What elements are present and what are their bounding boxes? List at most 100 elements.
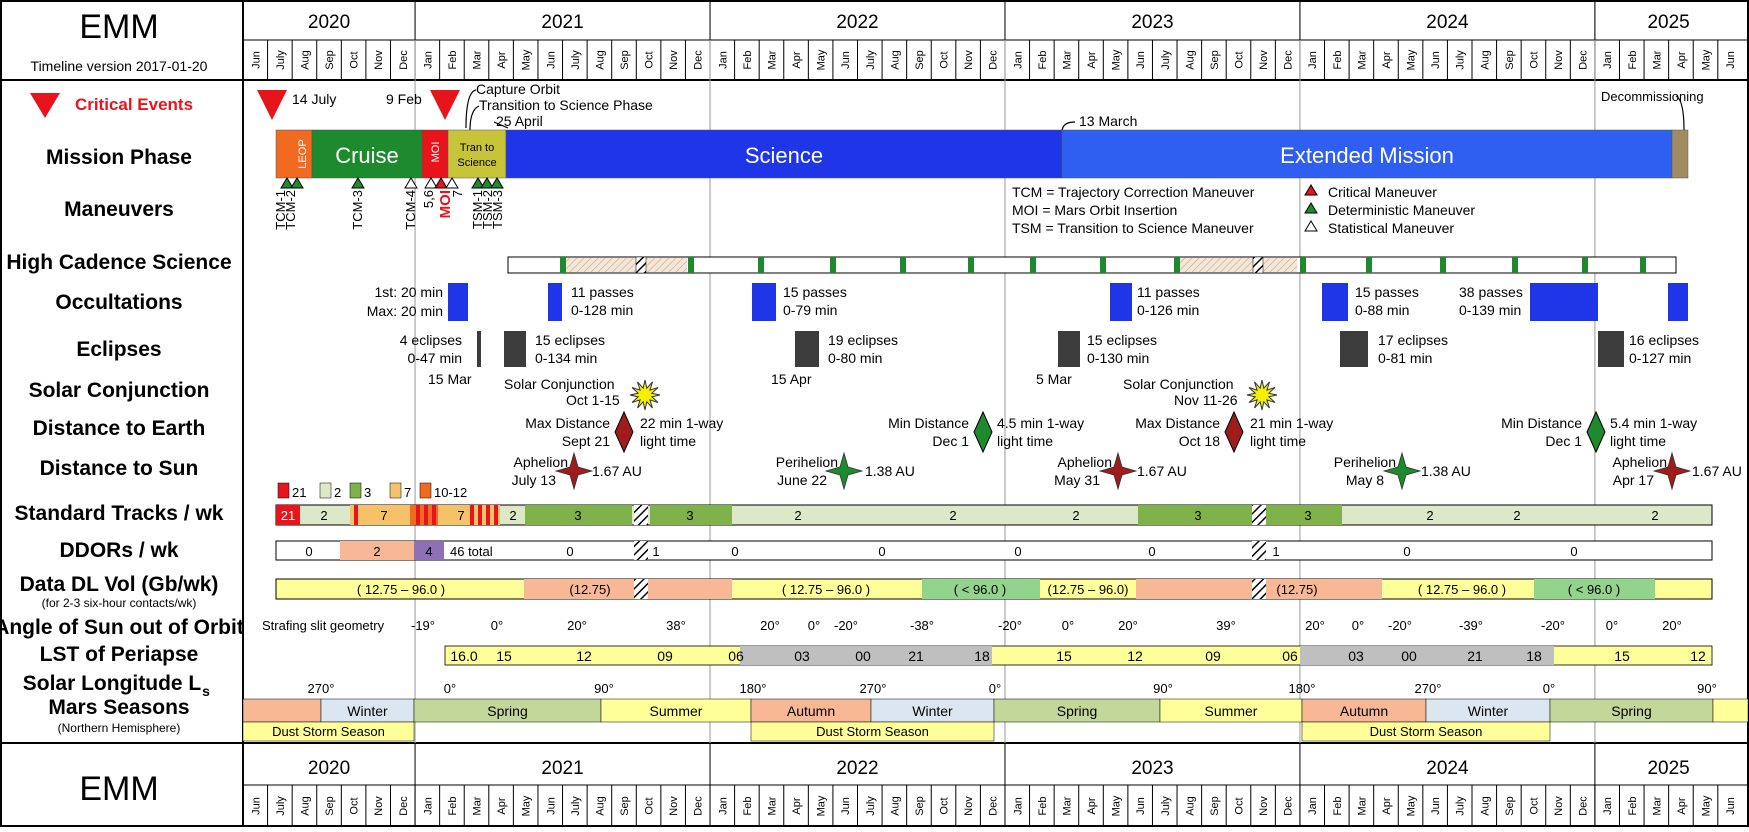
distance-label: Min Distance (888, 415, 969, 431)
occultation-block (548, 283, 562, 321)
tracks-legend-swatch (419, 482, 432, 499)
data-dl-segment (1534, 579, 1655, 599)
ddors-value: 0 (1014, 544, 1021, 559)
season-label: Spring (1057, 703, 1097, 719)
occultation-duration: 0-88 min (1355, 302, 1409, 318)
tracks-value: 3 (686, 508, 693, 523)
month-label: July (1160, 796, 1172, 816)
tracks-value: 2 (1072, 508, 1079, 523)
eclipse-count: 15 eclipses (1087, 332, 1157, 348)
occultation-passes: 15 passes (783, 284, 847, 300)
phase-label-moi: MOI (430, 142, 442, 163)
solar-conjunction-sun-icon (629, 379, 661, 411)
distance-date: Sept 21 (562, 433, 610, 449)
month-label: May (1111, 49, 1123, 70)
aphelion-label: Aphelion (1613, 454, 1668, 470)
month-label: Sep (1209, 50, 1221, 70)
month-label: Apr (1676, 51, 1688, 68)
month-label: Jun (545, 797, 557, 815)
month-label: Aug (889, 50, 901, 70)
month-label: Dec (398, 796, 410, 816)
month-label: Mar (1061, 50, 1073, 69)
occultation-passes: 38 passes (1459, 284, 1523, 300)
lst-value: 21 (1467, 648, 1483, 664)
eclipse-count: 19 eclipses (828, 332, 898, 348)
row-label-angle-sun: Angle of Sun out of Orbit (0, 616, 244, 639)
year-label: 2025 (1647, 12, 1689, 33)
aphelion-label: Aphelion (1058, 454, 1113, 470)
month-label: Sep (1209, 796, 1221, 816)
month-label: July (570, 796, 582, 816)
high-cadence-burst (1512, 257, 1518, 273)
tracks-spike (486, 505, 490, 525)
tracks-value: 2 (509, 508, 516, 523)
row-label-ddors: DDORs / wk (59, 539, 178, 562)
solar-longitude-value: 270° (860, 681, 887, 696)
dust-storm-band (750, 721, 995, 742)
angle-value: 0° (491, 618, 503, 633)
month-label: Nov (1258, 50, 1270, 70)
conjunction-hatch (1252, 505, 1266, 525)
month-label: Dec (988, 796, 1000, 816)
row-label-eclipses: Eclipses (76, 338, 161, 361)
critical-event-legend-icon (30, 93, 60, 118)
ddors-value: 0 (1570, 544, 1577, 559)
tracks-segment (438, 505, 500, 525)
program-title-top: EMM (79, 8, 158, 46)
maneuver-type-icon (1304, 220, 1318, 232)
month-label: Oct (1528, 51, 1540, 68)
ddors-value: 0 (731, 544, 738, 559)
eclipse-block (1340, 331, 1368, 367)
month-label: Aug (1479, 796, 1491, 816)
critical-event-date: 13 March (1079, 113, 1137, 129)
ddors-segment (414, 541, 444, 560)
sun-distance-value: 1.67 AU (1692, 463, 1742, 479)
solar-longitude-value: 180° (1289, 681, 1316, 696)
month-label: Sep (619, 50, 631, 70)
month-label: Feb (1627, 51, 1639, 70)
critical-event-marker-launch (257, 90, 287, 120)
lst-value: 06 (728, 648, 744, 664)
month-label: Mar (1651, 796, 1663, 815)
tracks-segment (350, 505, 410, 525)
eclipse-block (477, 331, 481, 367)
distance-label: Max Distance (525, 415, 610, 431)
month-label: Mar (766, 796, 778, 815)
angle-value: -38° (910, 618, 934, 633)
solar-longitude-value: 0° (989, 681, 1001, 696)
maneuver-type-label: Critical Maneuver (1328, 184, 1437, 200)
month-label: Feb (1627, 797, 1639, 816)
perihelion-date: June 22 (777, 472, 827, 488)
lst-value: 00 (855, 648, 871, 664)
month-label: Sep (324, 50, 336, 70)
month-label: Jun (1725, 797, 1737, 815)
tracks-legend-label: 2 (334, 485, 341, 500)
angle-value: -20° (998, 618, 1022, 633)
solar-conjunction-sun-icon (1246, 379, 1278, 411)
maneuver-label-tcm1: TCM-1 (273, 190, 288, 230)
month-label: Jun (840, 51, 852, 69)
eclipse-block (1598, 331, 1624, 367)
tracks-legend-swatch (319, 482, 332, 499)
occultation-passes: 11 passes (1137, 284, 1200, 300)
solar-longitude-value: 90° (1697, 681, 1717, 696)
maneuver-def-tcm: TCM = Trajectory Correction Maneuver (1012, 184, 1255, 200)
high-cadence-burst (1366, 257, 1372, 273)
ddors-value: 1 (652, 544, 659, 559)
sun-distance-value: 1.38 AU (865, 463, 915, 479)
eclipse-duration: 0-127 min (1629, 350, 1691, 366)
row-label-high-cadence: High Cadence Science (6, 251, 231, 274)
lst-value: 16.0 (450, 648, 477, 664)
month-label: Mar (472, 796, 484, 815)
month-label: Sep (1504, 50, 1516, 70)
row-sublabel-data-dl: (for 2-3 six-hour contacts/wk) (42, 596, 197, 610)
light-time: 5.4 min 1-way (1610, 415, 1697, 431)
high-cadence-hatched-segment (1177, 258, 1297, 272)
tracks-legend-swatch (277, 482, 290, 499)
season-label: Autumn (787, 703, 835, 719)
month-label: May (1406, 49, 1418, 70)
month-label: Jan (717, 797, 729, 815)
month-label: Apr (496, 797, 508, 814)
month-label: Sep (619, 796, 631, 816)
